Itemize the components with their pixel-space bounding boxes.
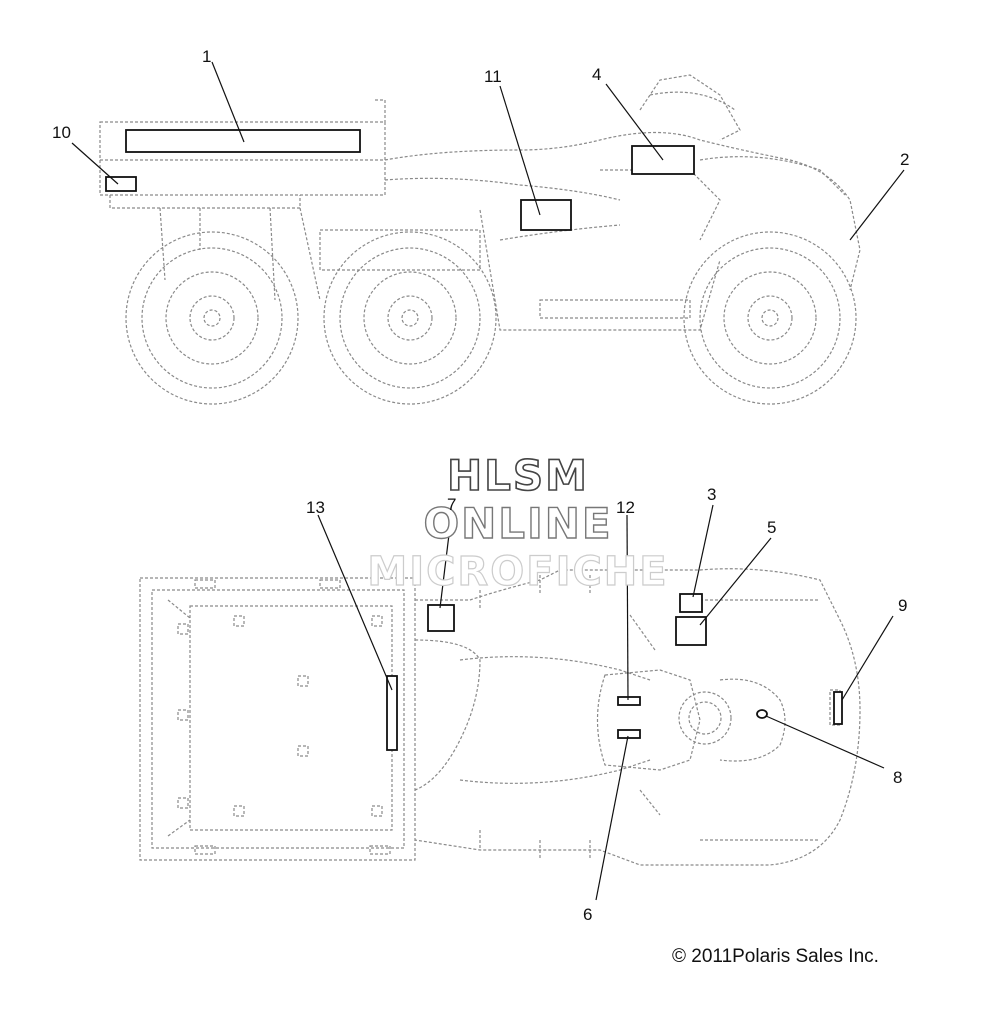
callout-4: 4: [592, 65, 601, 84]
callout-12: 12: [616, 498, 635, 517]
callout-8: 8: [893, 768, 902, 787]
callout-2: 2: [900, 150, 909, 169]
callout-9: 9: [898, 596, 907, 615]
callout-13: 13: [306, 498, 325, 517]
decal-6: [617, 729, 641, 739]
rear-wheel-1: [125, 231, 299, 405]
vehicle-body-side: [384, 74, 861, 331]
decal-11: [520, 199, 572, 231]
watermark-line-2: ONLINE: [423, 499, 612, 548]
vehicle-body-top: [414, 568, 861, 866]
callout-6: 6: [583, 905, 592, 924]
rear-wheel-2: [323, 231, 497, 405]
decal-5: [675, 616, 707, 646]
decal-8: [756, 709, 768, 719]
callout-1: 1: [202, 47, 211, 66]
decal-13: [386, 675, 398, 751]
callout-7: 7: [447, 495, 456, 514]
watermark-line-3: MICROFICHE: [367, 549, 668, 595]
watermark-logo: HLSM ONLINE MICROFICHE: [367, 450, 668, 595]
front-wheel: [683, 231, 857, 405]
callout-5: 5: [767, 518, 776, 537]
decal-3: [679, 593, 703, 613]
cargo-box-side: [99, 99, 481, 301]
callout-10: 10: [52, 123, 71, 142]
decal-7: [427, 604, 455, 632]
decal-12: [617, 696, 641, 706]
cargo-bed-top: [139, 577, 416, 861]
watermark-line-1: HLSM: [447, 451, 589, 500]
copyright-notice: © 2011Polaris Sales Inc.: [672, 946, 879, 967]
callout-numbers: 1 2 3 4 5 6 7 8 9 10 11 12 13: [52, 47, 909, 924]
top-view: [139, 504, 894, 901]
side-view: [71, 61, 905, 405]
decal-10: [105, 176, 137, 192]
callout-3: 3: [707, 485, 716, 504]
callout-11: 11: [484, 67, 502, 86]
decal-9: [833, 691, 843, 725]
